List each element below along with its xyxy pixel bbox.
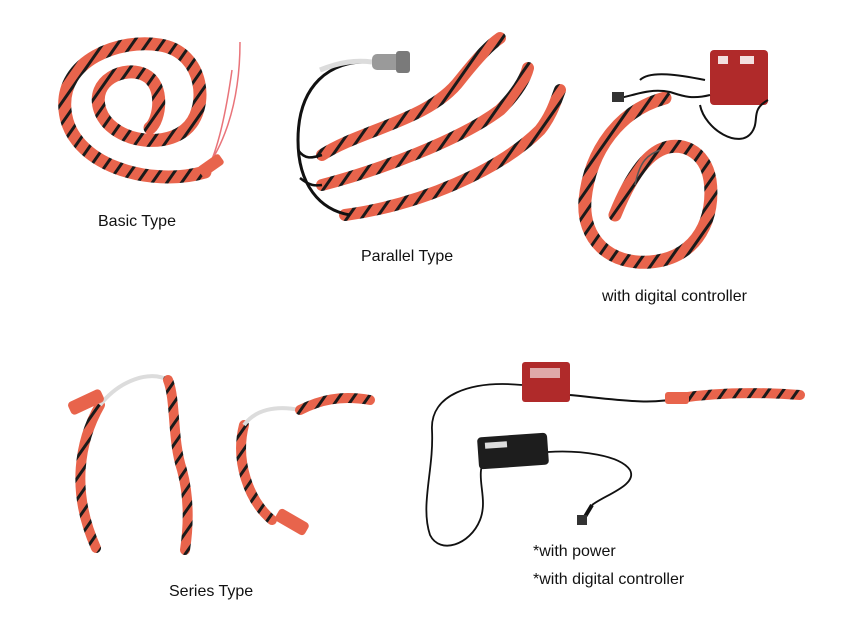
caption-digital-controller: with digital controller	[602, 288, 747, 305]
caption-with-power: *with power	[533, 543, 616, 560]
basic-type-heater	[58, 37, 241, 184]
caption-parallel-type: Parallel Type	[361, 248, 454, 265]
parallel-type-heater	[296, 32, 566, 221]
caption-basic-type: Basic Type	[98, 213, 176, 230]
digital-controller-heater	[578, 50, 769, 269]
series-type-heater	[68, 374, 375, 555]
caption-with-digital-controller-2: *with digital controller	[533, 571, 685, 588]
caption-series-type: Series Type	[169, 583, 254, 600]
power-controller-heater	[425, 362, 805, 547]
